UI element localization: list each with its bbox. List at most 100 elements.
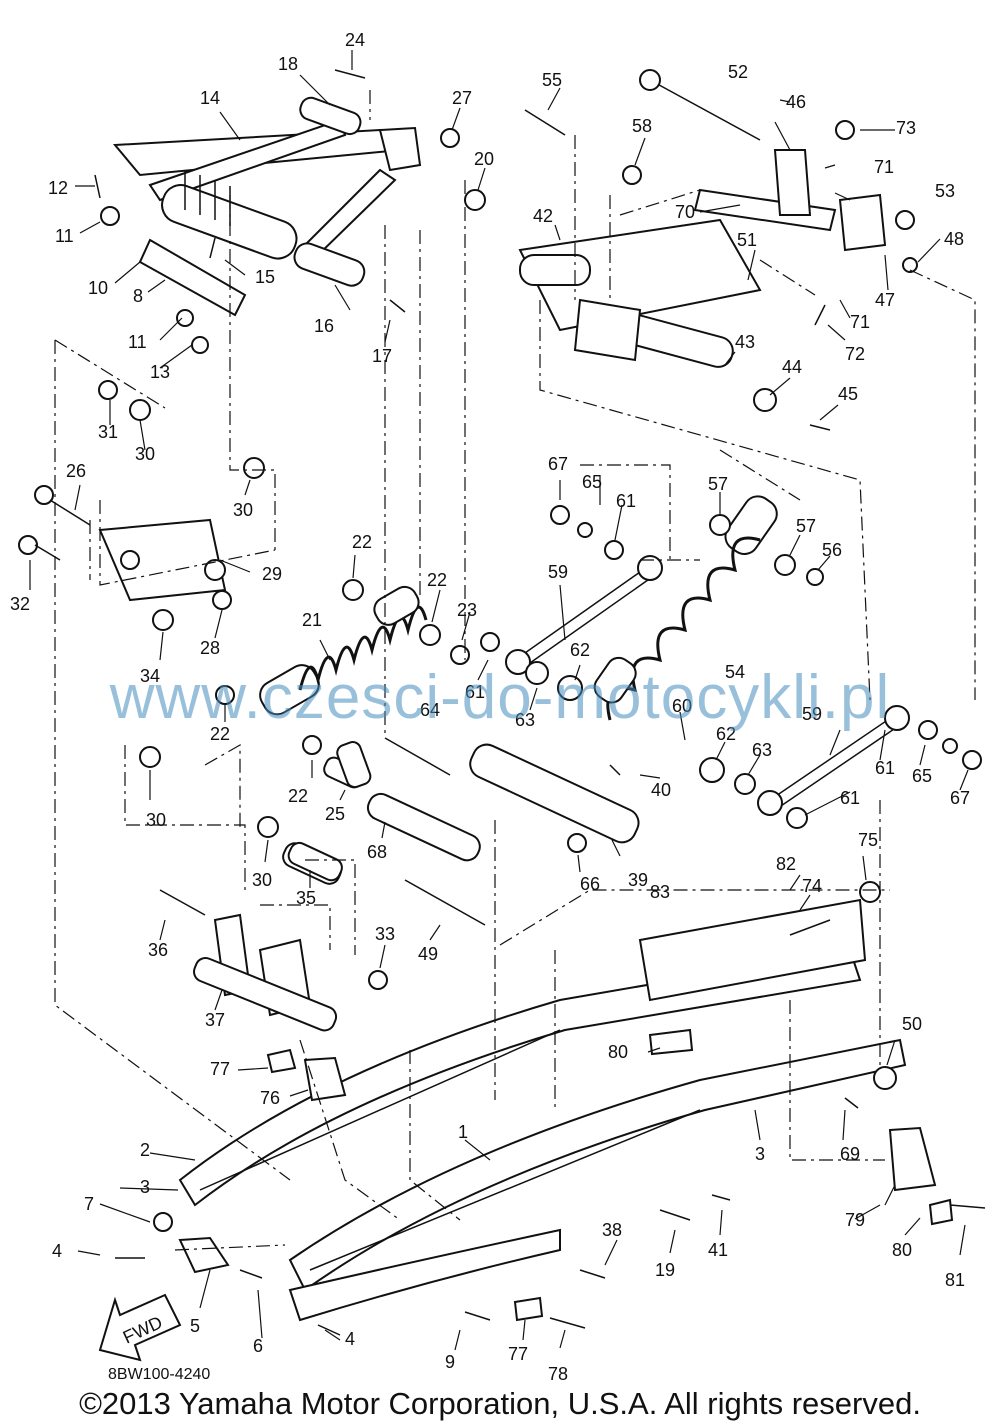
- callout-30-b: 30: [233, 500, 253, 520]
- callout-64: 64: [420, 700, 440, 720]
- callout-26: 26: [66, 461, 86, 481]
- callout-34: 34: [140, 666, 160, 686]
- callout-57-b: 57: [796, 516, 816, 536]
- callout-12: 12: [48, 178, 68, 198]
- callout-numbers: 24 18 14 27 20 12 11 10 8 11 13 15 16 17…: [10, 30, 970, 1384]
- callout-6: 6: [253, 1336, 263, 1356]
- callout-32: 32: [10, 594, 30, 614]
- callout-70: 70: [675, 202, 695, 222]
- callout-77-b: 77: [508, 1344, 528, 1364]
- callout-42: 42: [533, 206, 553, 226]
- callout-53: 53: [935, 181, 955, 201]
- callout-59-b: 59: [802, 704, 822, 724]
- callout-40: 40: [651, 780, 671, 800]
- callout-9: 9: [445, 1352, 455, 1372]
- callout-10: 10: [88, 278, 108, 298]
- callout-76: 76: [260, 1088, 280, 1108]
- copyright-notice: ©2013 Yamaha Motor Corporation, U.S.A. A…: [79, 1386, 921, 1421]
- callout-4-b: 4: [345, 1329, 355, 1349]
- callout-67-a: 67: [548, 454, 568, 474]
- callout-61-c: 61: [875, 758, 895, 778]
- callout-17: 17: [372, 346, 392, 366]
- callout-28: 28: [200, 638, 220, 658]
- leader-lines: [29, 50, 969, 1351]
- callout-22-b: 22: [288, 786, 308, 806]
- callout-11-a: 11: [55, 226, 74, 246]
- callout-36: 36: [148, 940, 168, 960]
- callout-81: 81: [945, 1270, 965, 1290]
- callout-30-a: 30: [135, 444, 155, 464]
- callout-71-a: 71: [874, 157, 894, 177]
- callout-71-b: 71: [850, 312, 870, 332]
- callout-16: 16: [314, 316, 334, 336]
- callout-31: 31: [98, 422, 118, 442]
- callout-57-a: 57: [708, 474, 728, 494]
- callout-59-a: 59: [548, 562, 568, 582]
- rear-shock-absorber: [593, 495, 778, 721]
- callout-27: 27: [452, 88, 472, 108]
- tie-rods: [505, 555, 910, 816]
- callout-11-b: 11: [128, 332, 147, 352]
- callout-46: 46: [786, 92, 806, 112]
- callout-48: 48: [944, 229, 964, 249]
- callout-78: 78: [548, 1364, 568, 1384]
- diagram-ref-code: 8BW100-4240: [108, 1366, 211, 1383]
- callout-69: 69: [840, 1144, 860, 1164]
- callout-23: 23: [457, 600, 477, 620]
- slide-rails: [178, 898, 907, 1322]
- callout-14: 14: [200, 88, 220, 108]
- callout-65-b: 65: [912, 766, 932, 786]
- callout-41: 41: [708, 1240, 728, 1260]
- callout-75: 75: [858, 830, 878, 850]
- callout-83: 83: [650, 882, 670, 902]
- callout-61-b: 61: [616, 491, 636, 511]
- callout-55: 55: [542, 70, 562, 90]
- callout-39: 39: [628, 870, 648, 890]
- callout-37: 37: [205, 1010, 225, 1030]
- callout-47: 47: [875, 290, 895, 310]
- callout-60: 60: [672, 696, 692, 716]
- callout-50: 50: [902, 1014, 922, 1034]
- callout-79: 79: [845, 1210, 865, 1230]
- callout-5: 5: [190, 1316, 200, 1336]
- callout-63-a: 63: [515, 710, 535, 730]
- callout-68: 68: [367, 842, 387, 862]
- bolts: [34, 69, 986, 1336]
- callout-80-b: 80: [892, 1240, 912, 1260]
- callout-62-a: 62: [570, 640, 590, 660]
- callout-20: 20: [474, 149, 494, 169]
- callout-4-a: 4: [52, 1241, 62, 1261]
- callout-72: 72: [845, 344, 865, 364]
- callout-7: 7: [84, 1194, 94, 1214]
- callout-61-d: 61: [840, 788, 860, 808]
- callout-52: 52: [728, 62, 748, 82]
- callout-56: 56: [822, 540, 842, 560]
- callout-21: 21: [302, 610, 322, 630]
- callout-30-d: 30: [252, 870, 272, 890]
- callout-2: 2: [140, 1140, 150, 1160]
- forward-arrow: FWD: [98, 1293, 182, 1362]
- callout-67-b: 67: [950, 788, 970, 808]
- callout-65-a: 65: [582, 472, 602, 492]
- assembly-dashed-lines: [54, 90, 976, 1251]
- callout-77-a: 77: [210, 1059, 230, 1079]
- callout-25: 25: [325, 804, 345, 824]
- callout-54: 54: [725, 662, 745, 682]
- callout-33: 33: [375, 924, 395, 944]
- callout-19: 19: [655, 1260, 675, 1280]
- watermark: www.czesci-do-motocykli.pl: [109, 663, 891, 732]
- callout-43: 43: [735, 332, 755, 352]
- callout-74: 74: [802, 876, 822, 896]
- callout-80-a: 80: [608, 1042, 628, 1062]
- callout-62-b: 62: [716, 724, 736, 744]
- callout-22-d: 22: [427, 570, 447, 590]
- callout-51: 51: [737, 230, 757, 250]
- callout-30-c: 30: [146, 810, 166, 830]
- callout-38: 38: [602, 1220, 622, 1240]
- callout-58: 58: [632, 116, 652, 136]
- callout-66: 66: [580, 874, 600, 894]
- callout-63-b: 63: [752, 740, 772, 760]
- callout-44: 44: [782, 357, 802, 377]
- rear-arm-assembly: [518, 69, 887, 368]
